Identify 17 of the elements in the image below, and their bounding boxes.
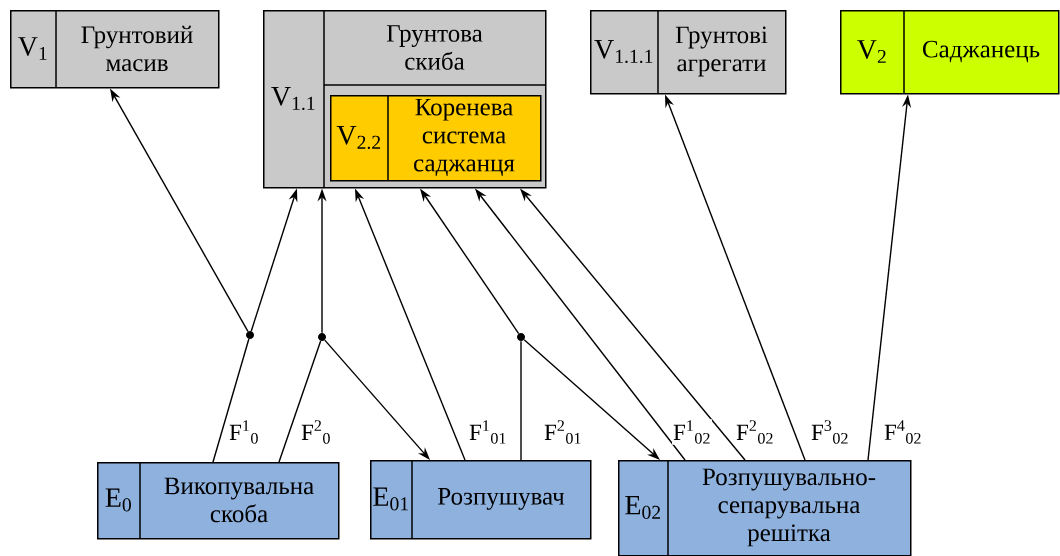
- soil-box: V$_{1.1.1}$ Грунтові агрегати: [590, 9, 787, 95]
- tool-box: E$_{0}$ Викопувальна скоба: [97, 461, 340, 540]
- edge-label: F$^{4}$02: [883, 419, 923, 445]
- tool-box: E$_{02}$ Розпушувально-сепарувальна решітка: [618, 459, 912, 556]
- edge-label: F$^{1}$02: [672, 419, 712, 445]
- edge-label: F$^{1}$01: [468, 419, 508, 445]
- arrow: [523, 339, 660, 460]
- seedling-box: V$_{2}$ Саджанець: [840, 9, 1060, 95]
- edge-label: F$^{3}$02: [810, 419, 850, 445]
- edge-label: F$^{2}$02: [735, 419, 775, 445]
- root-box: V$_{2.2}$ Коренева система саджанця: [330, 94, 542, 182]
- edge-label: F$^{1}$0: [228, 419, 260, 445]
- tool-box: E$_{01}$ Розпушувач: [370, 459, 592, 540]
- edge-label: F$^{2}$0: [300, 419, 332, 445]
- soil-box: V$_{1}$ Грунтовий масив: [10, 9, 220, 89]
- arrow: [324, 339, 430, 460]
- edge-label: F$^{2}$01: [543, 419, 583, 445]
